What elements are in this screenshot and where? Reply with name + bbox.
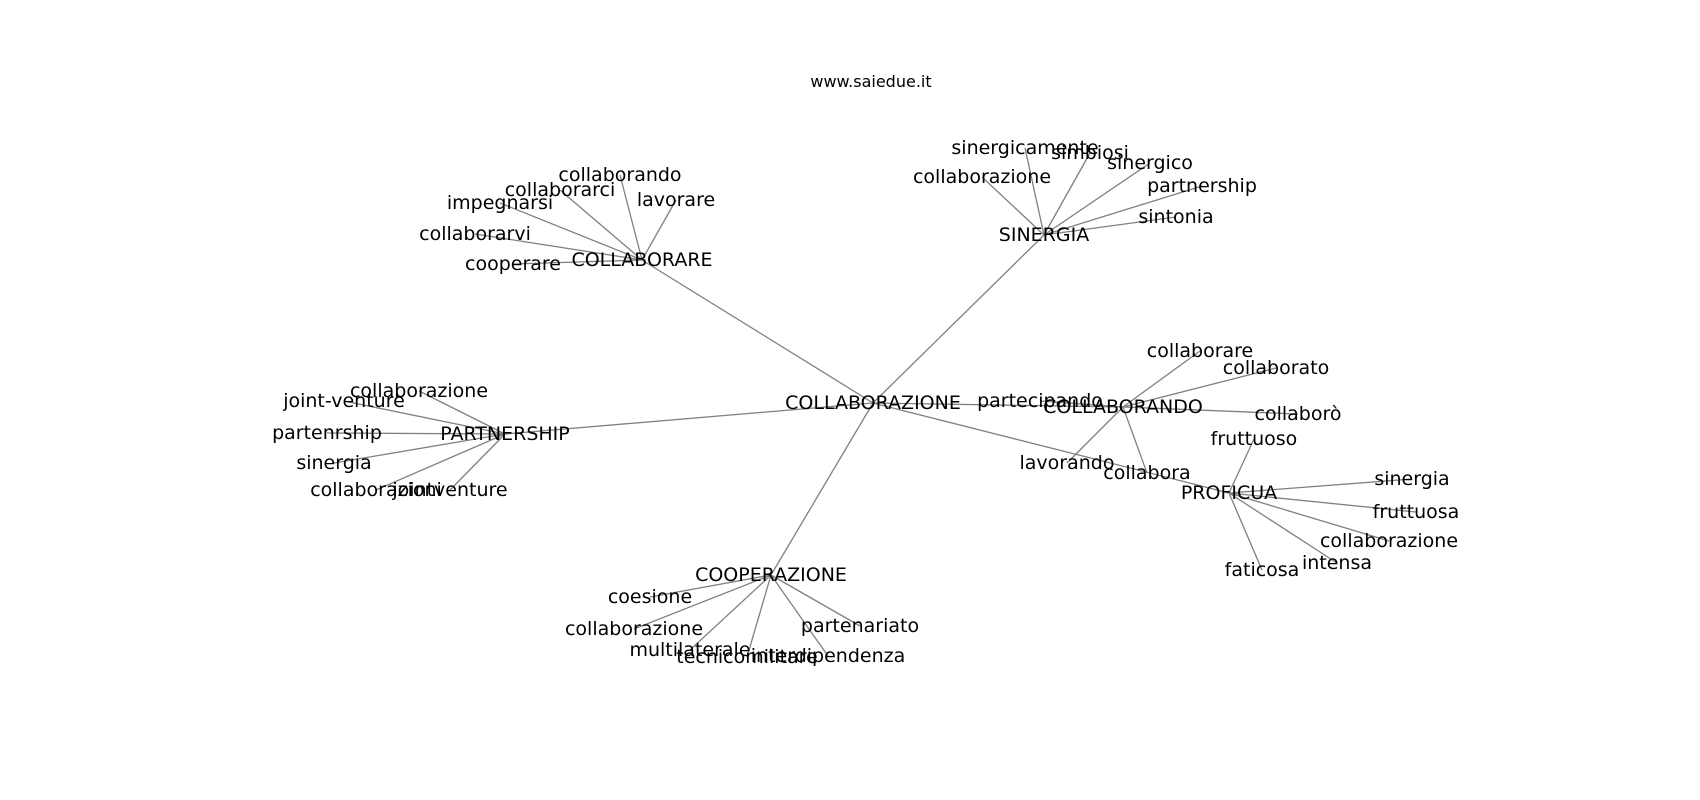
hub-node-label: PARTNERSHIP [440,423,570,445]
leaf-node-label: sinergicamente [951,137,1098,159]
leaf-node-label: faticosa [1225,559,1300,581]
leaf-node-label: intensa [1302,552,1372,574]
hub-node-label: SINERGIA [999,224,1089,246]
edge-collaborando_hub-leaf [1122,406,1148,474]
edge-sinergia_hub-leaf [981,176,1045,236]
leaf-node-label: partenrship [272,422,382,444]
leaf-node-label: collaborarci [505,179,616,201]
edge-center-partnership_hub [504,402,874,435]
leaf-node-label: coesione [608,586,692,608]
edge-center-proficua_hub [872,402,1230,494]
leaf-node-label: joint-venture [282,390,405,412]
leaf-node-label: collabora [1103,462,1190,484]
edge-center-cooperazione_hub [770,402,874,576]
edge-center-collaborando_hub [872,402,1124,408]
edge-collaborare_hub-leaf [512,259,643,265]
edge-proficua_hub-leaf [1228,492,1390,542]
leaf-node-label: collaborazione [565,618,703,640]
edge-cooperazione_hub-leaf [746,574,772,658]
leaf-node-label: fruttuosa [1373,501,1460,523]
leaf-node-label: collaborare [1147,340,1254,362]
edge-center-collaborare_hub [641,259,874,404]
edge-proficua_hub-leaf [1228,438,1255,494]
edge-proficua_hub-leaf [1228,492,1338,564]
edge-collaborando_hub-leaf [1066,406,1124,464]
edge-collaborando_hub-leaf [1122,350,1201,408]
labels-layer: COLLABORAZIONECOLLABORAREcollaborandocol… [272,137,1459,668]
edge-cooperazione_hub-leaf [770,574,861,627]
edges-layer [326,147,1417,658]
edge-collaborando_hub-leaf [1122,367,1277,408]
leaf-node-label: sinergia [296,452,371,474]
center-node-label: COLLABORAZIONE [785,392,961,414]
leaf-node-label: impegnarsi [447,192,553,214]
edge-proficua_hub-leaf [1228,492,1417,513]
edge-sinergia_hub-leaf [1043,185,1203,236]
leaf-node-label: collaborazione [350,380,488,402]
leaf-node-label: interdipendenza [751,645,905,667]
leaf-node-label: sinergia [1374,468,1449,490]
leaf-node-label: simbiosi [1051,142,1129,164]
edge-cooperazione_hub-leaf [770,574,829,657]
leaf-node-label: collaborando [558,164,681,186]
edge-partnership_hub-leaf [326,432,506,435]
edge-collaborare_hub-leaf [474,233,643,261]
hub-node-label: COOPERAZIONE [695,564,847,586]
edge-cooperazione_hub-leaf [649,574,772,598]
edge-sinergia_hub-leaf [1024,147,1045,236]
edge-partnership_hub-leaf [375,433,506,491]
edge-collaborando_hub-leaf [1122,406,1299,415]
edge-collaborare_hub-leaf [559,189,643,261]
edge-sinergia_hub-leaf [1043,216,1177,236]
edge-partnership_hub-leaf [449,433,506,491]
edge-partnership_hub-leaf [343,400,506,435]
edge-sinergia_hub-leaf [1043,152,1091,236]
leaf-node-label: collaborato [1223,357,1330,379]
edge-collaborare_hub-leaf [499,202,643,261]
edge-collaborare_hub-leaf [619,174,643,261]
edge-cooperazione_hub-leaf [633,574,772,630]
leaf-node-label: lavorare [637,189,715,211]
leaf-node-label: partenariato [801,615,919,637]
edge-collaborando_hub-leaf [1039,400,1124,408]
leaf-node-label: collaborazioni [310,479,442,501]
edge-sinergia_hub-leaf [1043,162,1151,236]
edge-collaborare_hub-leaf [641,199,677,261]
edge-cooperazione_hub-leaf [689,574,772,651]
edge-partnership_hub-leaf [333,433,506,464]
hub-node-label: COLLABORANDO [1043,396,1203,418]
leaf-node-label: partnership [1147,175,1257,197]
site-watermark: www.saiedue.it [810,72,932,91]
leaf-node-label: sintonia [1138,206,1213,228]
leaf-node-label: collaborarvi [419,223,531,245]
leaf-node-label: collaborazione [1320,530,1458,552]
leaf-node-label: collaborò [1255,403,1342,425]
leaf-node-label: multilaterale [629,639,750,661]
leaf-node-label: collaborazione [913,166,1051,188]
edge-proficua_hub-leaf [1228,478,1413,494]
leaf-node-label: lavorando [1020,452,1115,474]
leaf-node-label: partecipando [977,390,1103,412]
leaf-node-label: tecnicomilitare [676,646,818,668]
leaf-node-label: cooperare [465,253,561,275]
leaf-node-label: fruttuoso [1211,428,1298,450]
edge-partnership_hub-leaf [418,390,506,435]
hub-node-label: PROFICUA [1181,482,1277,504]
edge-center-sinergia_hub [872,234,1045,404]
leaf-node-label: sinergico [1107,152,1193,174]
edge-proficua_hub-leaf [1228,492,1263,571]
hub-node-label: COLLABORARE [571,249,712,271]
leaf-node-label: jointventure [391,479,507,501]
